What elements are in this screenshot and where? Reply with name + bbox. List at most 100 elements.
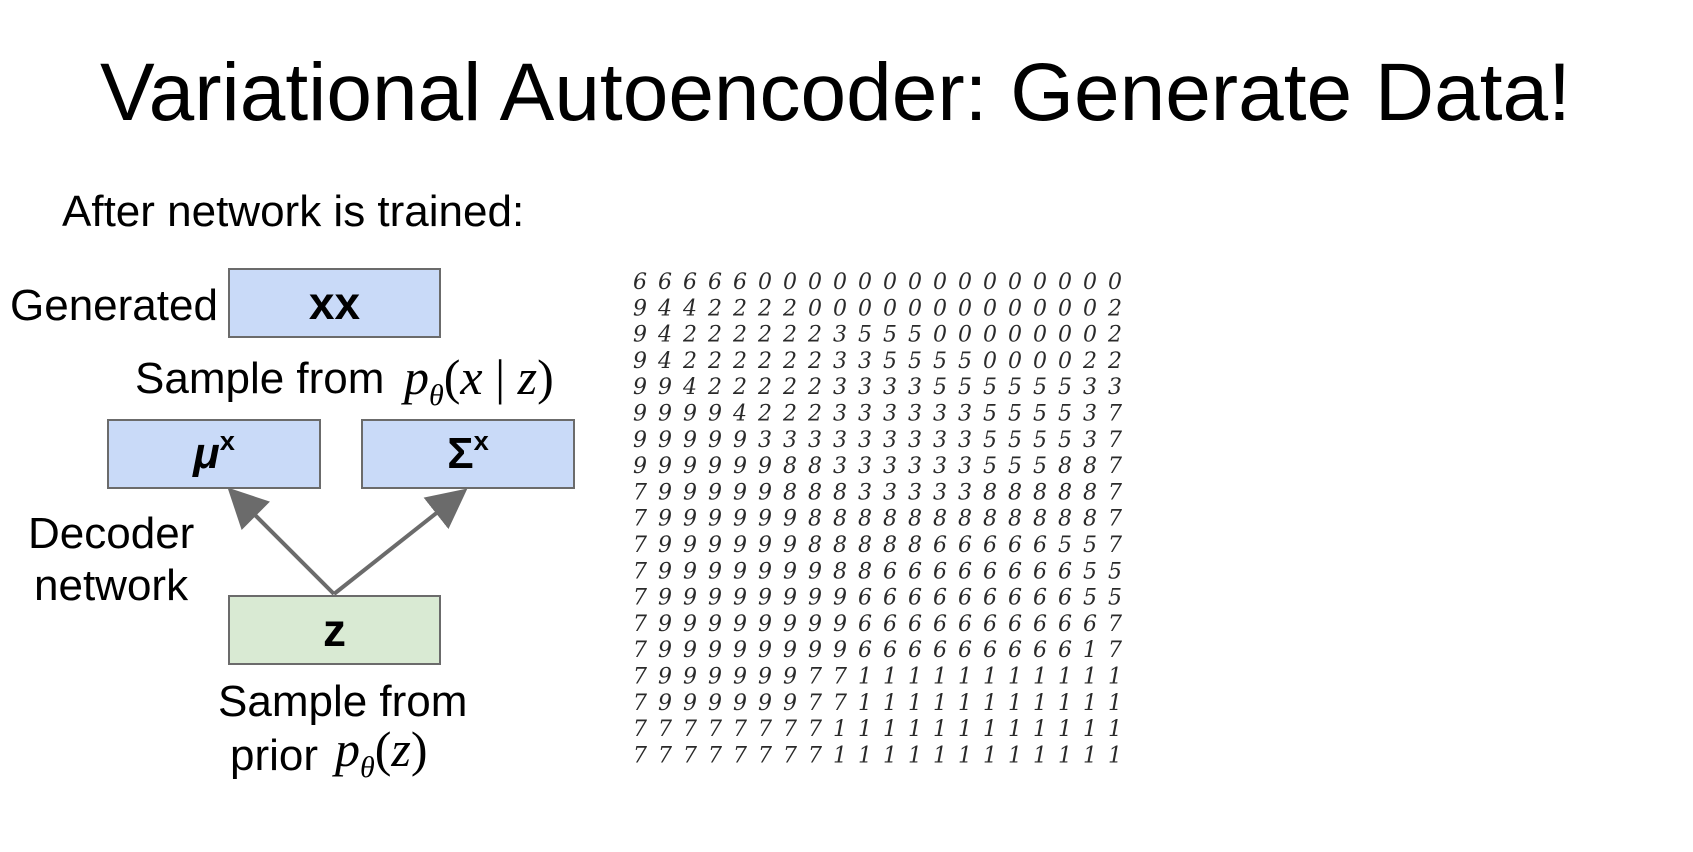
generated-digit: 9: [633, 323, 647, 348]
generated-digit: 0: [983, 323, 997, 348]
generated-digit: 0: [983, 296, 997, 321]
generated-digit: 5: [933, 349, 947, 374]
generated-digit: 0: [1033, 323, 1047, 348]
likelihood-open-paren: (: [443, 349, 461, 405]
generated-digit: 8: [808, 533, 822, 558]
generated-digit: 4: [657, 296, 672, 321]
generated-digit: 6: [983, 586, 997, 611]
generated-digit: 1: [958, 743, 972, 768]
generated-digit: 1: [883, 665, 897, 690]
generated-digit: 9: [733, 533, 747, 558]
generated-digit: 6: [1033, 586, 1047, 611]
generated-digit: 7: [633, 480, 647, 505]
generated-digit: 6: [908, 586, 922, 611]
generated-digit: 9: [633, 428, 647, 453]
generated-digit: 6: [1083, 612, 1097, 637]
generated-digit: 6: [933, 586, 947, 611]
generated-digit: 9: [708, 559, 722, 584]
generated-digit: 0: [958, 323, 972, 348]
generated-digit: 2: [732, 323, 747, 348]
generated-digit: 2: [807, 375, 822, 400]
generated-digit: 1: [958, 691, 972, 716]
generated-digit: 7: [1108, 612, 1122, 637]
generated-digit: 2: [682, 323, 697, 348]
generated-digit: 8: [983, 480, 997, 505]
generated-digit: 2: [732, 349, 747, 374]
generated-digit: 4: [732, 402, 747, 427]
generated-digit: 9: [733, 638, 747, 663]
generated-digit: 0: [958, 270, 972, 295]
generated-digit: 6: [933, 533, 947, 558]
generated-digit: 6: [933, 612, 947, 637]
generated-digit: 3: [783, 428, 797, 453]
generated-digit: 1: [1033, 743, 1047, 768]
generated-digit: 8: [908, 507, 922, 532]
generated-digit: 7: [658, 717, 672, 742]
generated-digit: 9: [783, 507, 797, 532]
generated-digit: 5: [1058, 375, 1072, 400]
generated-digit: 4: [682, 375, 697, 400]
generated-digit: 8: [808, 454, 822, 479]
generated-digit: 2: [707, 375, 722, 400]
prior-formula: pθ(z): [335, 724, 428, 783]
generated-digit: 9: [708, 480, 722, 505]
generated-digit: 0: [1008, 349, 1022, 374]
generated-digit: 7: [1108, 533, 1122, 558]
generated-digit: 1: [1083, 691, 1097, 716]
generated-digit: 5: [958, 349, 972, 374]
generated-digit: 3: [858, 428, 872, 453]
generated-digit: 9: [658, 691, 672, 716]
generated-digit: 5: [883, 349, 897, 374]
generated-digit: 8: [858, 533, 872, 558]
generated-digit: 2: [782, 296, 797, 321]
generated-digit: 6: [983, 612, 997, 637]
generated-digit: 9: [833, 638, 847, 663]
generated-digit: 6: [908, 559, 922, 584]
generated-digit: 5: [883, 323, 897, 348]
generated-digit: 8: [808, 480, 822, 505]
generated-digit: 1: [1083, 717, 1097, 742]
generated-digit: 3: [933, 454, 947, 479]
sample-from-label: Sample from: [135, 354, 385, 403]
generated-digit: 3: [833, 375, 847, 400]
generated-digit: 9: [683, 586, 697, 611]
generated-digit: 2: [807, 402, 822, 427]
generated-digit: 6: [933, 559, 947, 584]
generated-digit: 3: [908, 480, 922, 505]
generated-digit: 3: [933, 428, 947, 453]
generated-digit: 1: [858, 665, 872, 690]
generated-digit: 3: [833, 349, 847, 374]
generated-digit: 2: [757, 375, 772, 400]
generated-digit: 2: [1082, 349, 1097, 374]
generated-label: Generated: [10, 281, 218, 330]
generated-digit: 8: [958, 507, 972, 532]
generated-digit: 5: [1008, 428, 1022, 453]
generated-digit: 6: [908, 612, 922, 637]
prior-close-paren: ): [410, 721, 428, 777]
generated-digit: 3: [858, 480, 872, 505]
decoder-label-line1: Decoder: [28, 509, 195, 558]
generated-digit: 6: [858, 612, 872, 637]
generated-digit: 5: [1083, 559, 1097, 584]
generated-digit: 9: [758, 612, 772, 637]
likelihood-formula: pθ(x | z): [404, 352, 554, 411]
generated-digit: 1: [983, 717, 997, 742]
generated-digit: 0: [908, 270, 922, 295]
generated-digit: 5: [1058, 428, 1072, 453]
generated-digit: 6: [1008, 559, 1022, 584]
generated-digit: 7: [733, 743, 747, 768]
generated-digit: 7: [758, 743, 772, 768]
generated-digit: 9: [683, 559, 697, 584]
generated-digit: 6: [1033, 638, 1047, 663]
generated-digit: 2: [707, 349, 722, 374]
generated-digit: 9: [683, 638, 697, 663]
generated-digit: 0: [958, 296, 972, 321]
generated-digit: 2: [707, 323, 722, 348]
mu-symbol: μ: [193, 429, 220, 478]
generated-digit: 1: [933, 743, 947, 768]
prior-z: z: [391, 721, 411, 777]
generated-digit: 7: [633, 665, 647, 690]
likelihood-z: z: [517, 349, 538, 405]
